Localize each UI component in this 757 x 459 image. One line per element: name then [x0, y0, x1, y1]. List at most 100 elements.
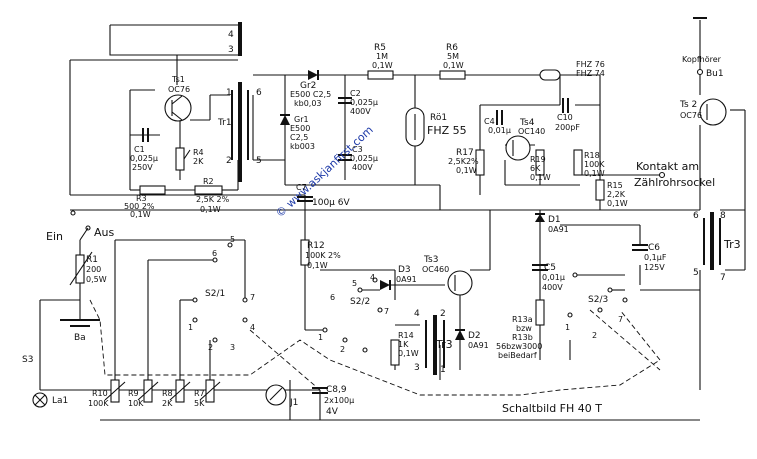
- r9-value: 10K: [128, 399, 144, 408]
- ein-label: Ein: [46, 230, 63, 243]
- kontakt-line2: Zählrohrsockel: [634, 176, 715, 189]
- socket-contact: Kontakt am Zählrohrsockel: [634, 160, 715, 189]
- r9-name: R9: [128, 389, 139, 398]
- r15-name: R15: [607, 181, 623, 190]
- r1-name: R1: [86, 255, 98, 265]
- r19-name: R19: [530, 155, 546, 164]
- r6-power: 0,1W: [443, 61, 464, 70]
- c4-value: 0,01μ: [488, 126, 511, 135]
- tr3l-pin3: 3: [414, 363, 420, 373]
- r7-value: 5K: [194, 399, 205, 408]
- c2-voltage: 400V: [350, 107, 371, 116]
- transformer-tr1: 4 3 1 2 6 5 Tr1: [217, 22, 262, 182]
- s21-pin7: 7: [250, 293, 255, 302]
- tr3r-pin7: 7: [720, 273, 726, 283]
- tr3r-label: Tr3: [723, 238, 741, 251]
- la1-label: La1: [52, 396, 68, 406]
- resistor-r12: R12 100K 2% 0,1W: [300, 239, 341, 270]
- r13-name-b: R13b: [512, 333, 533, 342]
- potentiometer-r10: R10 100K: [88, 379, 126, 408]
- r13-note: beiBedarf: [498, 351, 537, 360]
- s21-pin1: 1: [188, 323, 193, 332]
- c1-value: 0,025μ: [130, 154, 158, 163]
- c7-name: C7: [296, 183, 307, 192]
- transistor-ts4: Ts4 OC140: [505, 118, 545, 161]
- r18-power: 0,1W: [584, 169, 605, 178]
- d1-type: 0A91: [548, 225, 569, 234]
- bu1-label: Bu1: [706, 69, 724, 79]
- s22-pin4: 4: [370, 273, 375, 282]
- r12-name: R12: [307, 241, 325, 251]
- c89-voltage: 4V: [326, 407, 339, 417]
- ts1-name: Ts1: [171, 75, 185, 84]
- resistor-r6: R6 5M 0,1W: [439, 43, 466, 80]
- ts1-type: OC76: [168, 85, 190, 94]
- r17-value: 2,5K2%: [448, 157, 479, 166]
- s21-pin3: 3: [230, 343, 235, 352]
- tr1-pin5: 5: [256, 156, 262, 166]
- s22-label: S2/2: [350, 297, 370, 307]
- tr3r-pin8: 8: [720, 211, 726, 221]
- r7-name: R7: [194, 389, 205, 398]
- r14-power: 0,1W: [398, 349, 419, 358]
- headphone-jack: Kopfhörer Bu1: [682, 17, 724, 79]
- capacitor-c3: C3 0,025μ 400V: [338, 145, 378, 172]
- tr1-pin4: 4: [228, 30, 234, 40]
- r1-value: 200: [86, 265, 101, 274]
- switch-s2-2: S2/2 6 7 1 2 4 5: [318, 273, 389, 354]
- r13-name-a: R13a: [512, 315, 533, 324]
- resistor-r18: R18 100K 0,1W: [573, 149, 605, 178]
- tr3r-pin5: 5: [693, 268, 699, 278]
- ts2-type: OC76: [680, 111, 702, 120]
- resistor-r2: R2 2,5K 2% 0,1W: [194, 177, 230, 214]
- c3-voltage: 400V: [352, 163, 373, 172]
- resistor-r1: R1 200 0,5W: [69, 251, 107, 286]
- transformer-tr3-right: 6 8 5 7 Tr3: [693, 211, 741, 283]
- c6-value: 0,1μF: [644, 253, 667, 262]
- resistor-r19: R19 6K 0,1W: [530, 149, 551, 182]
- c89-value: 2x100μ: [324, 396, 354, 405]
- r6-value: 5M: [447, 52, 459, 61]
- ts3-type: OC460: [422, 265, 449, 274]
- c7-value: 100μ 6V: [312, 198, 350, 208]
- r19-power: 0,1W: [530, 173, 551, 182]
- kontakt-line1: Kontakt am: [636, 160, 699, 173]
- r3-name: R3: [136, 194, 147, 203]
- r4-value: 2K: [193, 157, 204, 166]
- c2-name: C2: [350, 89, 361, 98]
- gr1-name: Gr1: [294, 115, 309, 124]
- s22-pin6: 6: [330, 293, 335, 302]
- gr1-cap: C2,5: [290, 133, 308, 142]
- r4-name: R4: [193, 148, 204, 157]
- diode-d2: D2 0A91: [455, 329, 489, 350]
- s22-pin5: 5: [352, 279, 357, 288]
- d3-type: 0A91: [396, 275, 417, 284]
- c5-voltage: 400V: [542, 283, 563, 292]
- r17-power: 0,1W: [456, 166, 477, 175]
- r13-values: 56bzw3000: [496, 342, 542, 351]
- roe1-type: FHZ 55: [427, 124, 467, 137]
- r15-power: 0,1W: [607, 199, 628, 208]
- lamp-switch: S3 La1: [22, 355, 68, 408]
- capacitor-c5: C5 0,01μ 400V: [532, 263, 565, 292]
- r14-value: 1K: [398, 340, 409, 349]
- capacitor-c89: C8,9 2x100μ 4V: [312, 385, 354, 417]
- s3-label: S3: [22, 355, 33, 365]
- transistor-ts3: Ts3 OC460: [422, 255, 473, 296]
- transformer-tr3-lower: 4 2 3 1 Tr3: [414, 309, 453, 375]
- gr2-name: Gr2: [300, 81, 316, 91]
- c4-name: C4: [484, 117, 495, 126]
- s21-pin4: 4: [250, 323, 255, 332]
- r2-value: 2,5K 2%: [196, 195, 230, 204]
- r18-name: R18: [584, 151, 600, 160]
- r12-value: 100K 2%: [305, 251, 341, 260]
- fhz76-label: FHZ 76: [576, 60, 605, 69]
- s23-pin1: 1: [565, 323, 570, 332]
- resistor-r5: R5 1M 0,1W: [367, 43, 394, 80]
- tr1-pin2: 2: [226, 156, 232, 166]
- s21-pin6: 6: [212, 249, 217, 258]
- gr2-type: E500 C2,5: [290, 90, 331, 99]
- resistor-r13: R13a bzw R13b 56bzw3000 beiBedarf: [496, 299, 545, 360]
- wiring-bottom: [39, 210, 700, 421]
